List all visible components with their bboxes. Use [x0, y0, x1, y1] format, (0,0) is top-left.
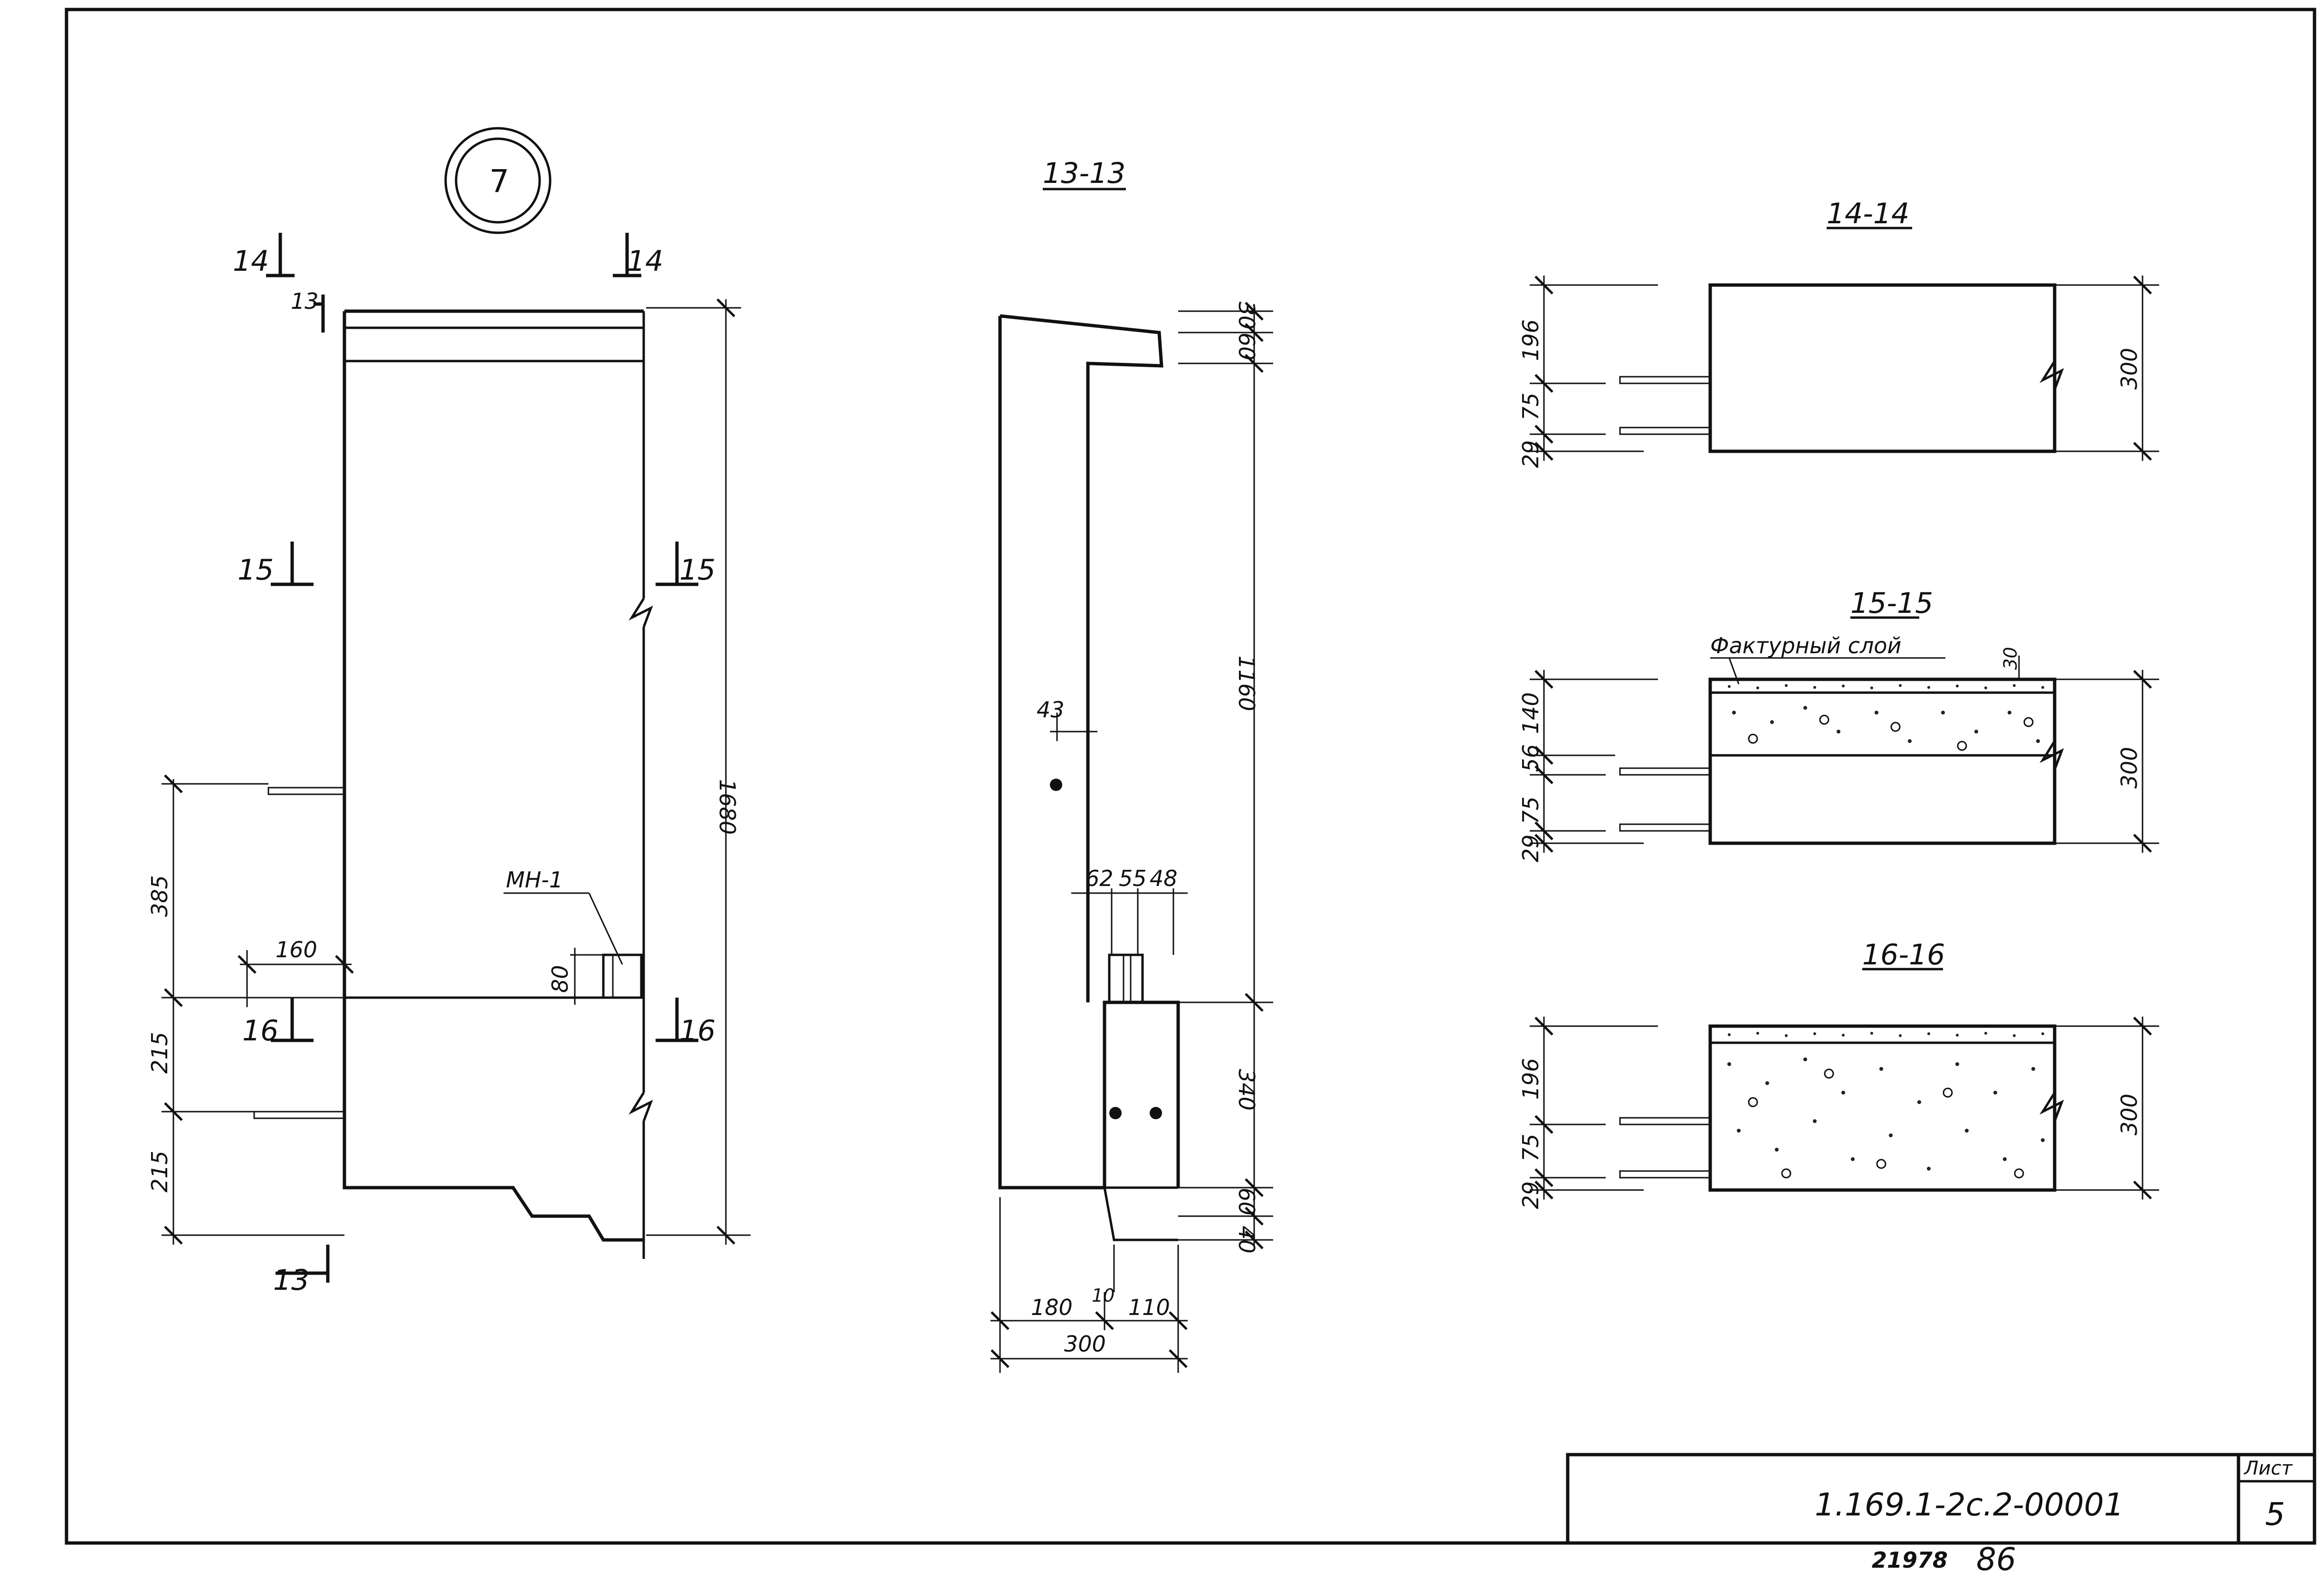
s15-dim-29: 29 — [1518, 834, 1543, 862]
sheet-label: Лист — [2243, 1457, 2293, 1479]
section-15-15 — [1530, 616, 2159, 853]
s14-dim-196: 196 — [1518, 319, 1543, 361]
section-15-title: 15-15 — [1850, 587, 1933, 620]
s16-dim-75: 75 — [1518, 1133, 1543, 1162]
s13-dim-180: 180 — [1031, 1295, 1073, 1320]
s16-dim-300: 300 — [2116, 1094, 2142, 1135]
dim-385: 385 — [147, 875, 172, 917]
front-cut-16-right: 16 — [679, 1014, 715, 1048]
s13-dim-43: 43 — [1037, 697, 1065, 723]
s13-dim-60-top: 60 — [1234, 333, 1259, 361]
s15-dim-75: 75 — [1518, 796, 1543, 824]
front-cut-15-left: 15 — [238, 553, 274, 587]
mark-circle — [444, 127, 552, 234]
front-cut-13-bottom: 13 — [273, 1264, 309, 1297]
front-cut-16-left: 16 — [242, 1014, 278, 1048]
front-view — [162, 233, 751, 1283]
s13-dim-40: 40 — [1234, 1226, 1259, 1254]
dim-160: 160 — [276, 937, 317, 962]
dim-1680: 1680 — [714, 779, 740, 835]
s13-dim-340: 340 — [1234, 1069, 1259, 1111]
s13-dim-1160: 1160 — [1234, 656, 1259, 711]
archive-number: 21978 — [1872, 1547, 1948, 1573]
s15-concrete-hatch — [1728, 684, 2044, 751]
s13-dim-10: 10 — [1092, 1285, 1114, 1306]
mark-number: 7 — [489, 163, 509, 200]
s14-dim-300: 300 — [2116, 348, 2142, 390]
sheet-number: 5 — [2265, 1496, 2285, 1533]
section-14-14 — [1530, 227, 2159, 461]
s15-dim-56: 56 — [1518, 744, 1543, 772]
section-14-title: 14-14 — [1827, 197, 1909, 230]
dim-215-lower: 215 — [147, 1151, 172, 1192]
s16-concrete-hatch — [1727, 1032, 2045, 1179]
s15-dim-30: 30 — [2000, 647, 2021, 670]
section-13-13 — [991, 188, 1273, 1373]
s15-dim-140: 140 — [1518, 692, 1543, 734]
sheet-frame — [65, 8, 2316, 1545]
part-label-mn1: МН-1 — [506, 867, 563, 893]
s15-layer-label: Фактурный слой — [1710, 633, 1901, 658]
s13-dim-60-bottom: 60 — [1234, 1188, 1259, 1216]
front-cut-13-top: 13 — [291, 288, 319, 314]
s13-dim-110: 110 — [1128, 1295, 1170, 1320]
s14-dim-75: 75 — [1518, 392, 1543, 420]
section-16-title: 16-16 — [1862, 938, 1945, 971]
front-cut-15-right: 15 — [679, 553, 715, 587]
front-cut-14-right: 14 — [627, 245, 663, 278]
s16-dim-196: 196 — [1518, 1058, 1543, 1100]
front-cut-14-left: 14 — [233, 245, 269, 278]
s14-dim-29: 29 — [1518, 440, 1543, 468]
s13-dim-62: 62 — [1086, 866, 1114, 891]
s13-dim-300: 300 — [1064, 1331, 1106, 1357]
section-16-16 — [1530, 968, 2159, 1200]
s15-dim-300: 300 — [2116, 747, 2142, 789]
s16-dim-29: 29 — [1518, 1181, 1543, 1209]
dim-215-upper: 215 — [147, 1032, 172, 1074]
s13-dim-30: 30 — [1234, 302, 1259, 330]
s13-dim-55: 55 — [1119, 866, 1147, 891]
archive-suffix: 86 — [1976, 1541, 2016, 1578]
dim-80: 80 — [547, 965, 573, 993]
section-13-title: 13-13 — [1043, 157, 1125, 190]
document-code: 1.169.1-2с.2-00001 — [1815, 1486, 2124, 1523]
s13-dim-48: 48 — [1150, 866, 1178, 891]
